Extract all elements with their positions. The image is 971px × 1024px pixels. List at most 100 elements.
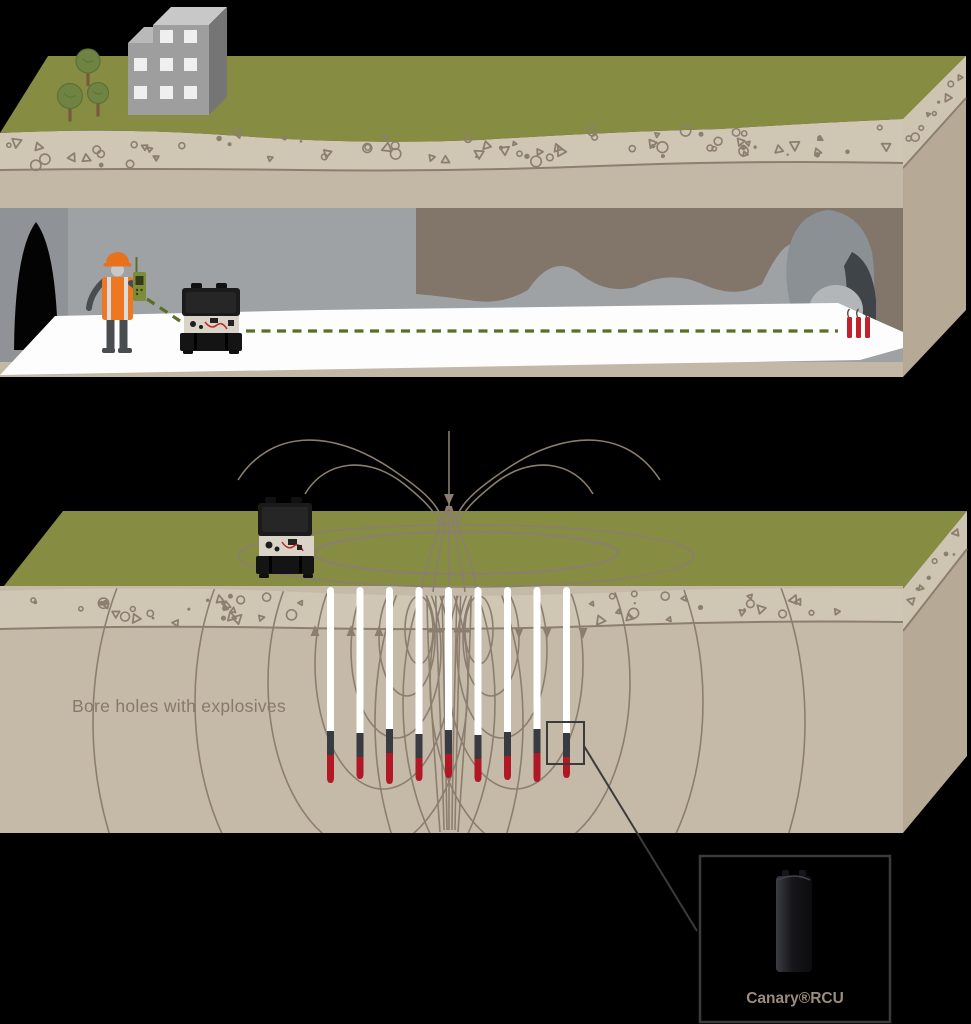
up-arrow-icon [346,625,356,636]
tree-trunk [86,70,90,86]
stone [786,153,789,156]
stone [475,155,478,159]
stone [713,136,723,146]
stone [808,609,815,616]
stone [131,612,142,624]
bore-hole-detonator [474,735,482,761]
stone [679,125,692,137]
tree-canopy [75,48,101,74]
stone [906,597,916,606]
stone [11,137,23,149]
stone [950,528,960,537]
worker-helmet [106,252,129,264]
stone [925,111,932,118]
stone [99,600,104,606]
case-latch [299,556,302,573]
case-connector [297,545,302,550]
bore-hole-detonator [533,729,541,755]
tree [75,48,101,86]
bore-hole-explosive [415,758,423,781]
bore-hole [386,587,393,784]
stone [738,608,747,617]
bore-hole [445,587,452,778]
bottom-scene: Bore holes with explosives Canary®RCU [0,431,968,1024]
field-loop-right [374,588,806,833]
tree-trunk [68,105,72,122]
stone [706,144,714,152]
field-loop-left [350,588,442,739]
bore-hole [563,587,570,778]
remote-screen [135,276,144,285]
case-body [256,556,314,574]
bore-hole-casing [533,587,541,733]
stone [753,145,757,149]
stone [627,607,640,619]
tunnel-portal-opening [14,222,58,350]
stone [817,135,822,140]
stone [536,147,544,156]
case-connector [210,318,218,323]
stone [381,134,388,141]
signal-dashed-line [146,297,838,333]
bore-hole [533,587,541,782]
stone [285,608,298,621]
case-connector [288,539,297,545]
stone [299,139,303,143]
bore-hole [356,587,364,779]
field-loop-right [456,588,548,739]
field-loop-right [402,588,704,833]
bore-hole-detonator [356,733,364,759]
rcu-body [776,876,812,972]
stone [529,155,543,168]
bore-hole-explosive [327,755,334,783]
stone [744,140,751,147]
stone [146,146,154,153]
gravel-stones-bottom [30,590,842,628]
stone [140,144,149,152]
stone [936,100,941,104]
bore-hole-group [327,587,570,784]
callout-marker-rect [546,721,585,765]
building-window [184,58,197,71]
stone [680,594,688,602]
building-windows [134,30,197,99]
case-knob [199,325,203,329]
stone [266,155,274,163]
stone [33,600,38,605]
explosive-sticks [847,308,870,338]
building-window [184,30,197,43]
stone [545,153,554,162]
worker-head [111,263,124,277]
down-arrow-icon [578,628,588,639]
stone [628,144,637,153]
stone [774,144,785,154]
case-handle [191,283,202,289]
field-loop-left [194,588,496,833]
stone [111,610,121,619]
top-scene [0,7,967,377]
stone [926,575,931,581]
bore-hole-explosive [445,754,452,778]
case-foot [259,574,269,578]
bore-hole-casing [474,587,482,739]
stone [34,141,45,152]
bore-hole-explosive [474,759,482,782]
stone [814,152,821,158]
explosive-stick [865,317,870,338]
stone [731,127,741,137]
stone [588,600,595,607]
field-arc-left-outer [237,439,445,526]
bore-hole-detonator [386,729,393,755]
stone [297,599,304,607]
stone [498,145,511,157]
building-window [160,86,173,99]
stone [171,619,180,628]
remote-button [140,288,143,292]
stone [615,608,622,615]
stone [220,615,226,621]
fuse [847,308,850,318]
case-lid-panel [186,292,236,313]
tree-group [56,48,110,122]
field-center-bar [454,630,470,633]
building-window [160,58,173,71]
